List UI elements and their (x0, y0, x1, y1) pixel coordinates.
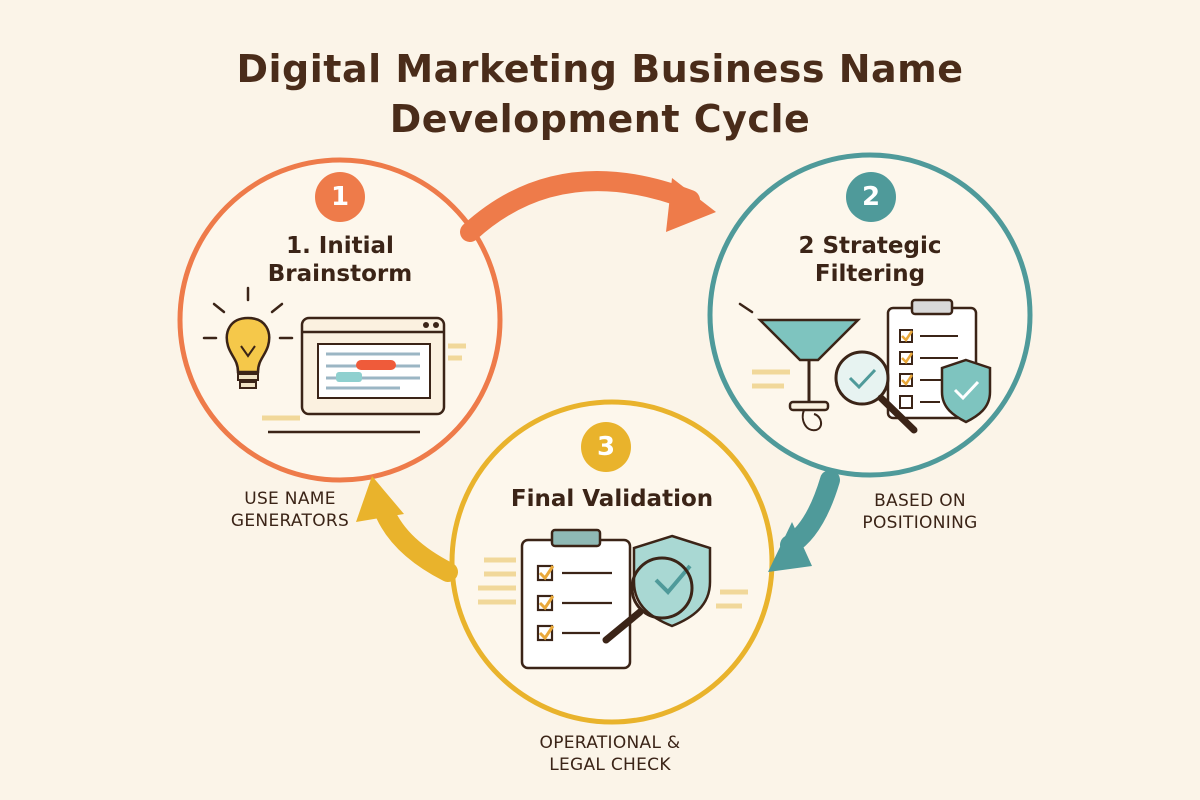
step-1-badge: 1 (315, 172, 365, 222)
funnel-icon (738, 302, 862, 412)
note-right-line-2: POSITIONING (862, 513, 978, 533)
note-bottom-line-1: OPERATIONAL & (539, 733, 681, 753)
note-left-line-2: GENERATORS (230, 511, 350, 531)
note-left-line-1: USE NAME (244, 489, 336, 509)
step-1-title-line-1: 1. Initial (286, 233, 394, 259)
step-2-badge: 2 (846, 172, 896, 222)
step-1-title: 1. Initial Brainstorm (240, 232, 440, 288)
connector-note-bottom: OPERATIONAL & LEGAL CHECK (500, 732, 720, 776)
decorative-strokes-3 (478, 557, 748, 609)
arrow-step1-to-step2 (460, 171, 716, 242)
arrow-step3-to-step1 (356, 476, 458, 582)
step-3-badge: 3 (581, 422, 631, 472)
magnifier-icon (602, 556, 694, 644)
decorative-strokes-2 (752, 369, 822, 432)
note-right-line-1: BASED ON (874, 491, 966, 511)
diagram-title: Digital Marketing Business Name Developm… (0, 44, 1200, 144)
checklist-clipboard-icon-3 (520, 528, 632, 670)
title-line-1: Digital Marketing Business Name (236, 47, 964, 91)
step-3-title: Final Validation (482, 485, 742, 513)
step-2-title: 2 Strategic Filtering (770, 232, 970, 288)
title-line-2: Development Cycle (389, 97, 811, 141)
arrow-step2-to-step3 (768, 470, 840, 572)
step-1-title-line-2: Brainstorm (267, 261, 413, 287)
lightbulb-icon (202, 286, 294, 389)
step-2-title-line-1: 2 Strategic (798, 233, 942, 259)
browser-window-icon (262, 316, 466, 434)
connector-note-left: USE NAME GENERATORS (200, 488, 380, 532)
step-3-title-line-1: Final Validation (510, 486, 714, 512)
connector-note-right: BASED ON POSITIONING (820, 490, 1020, 534)
note-bottom-line-2: LEGAL CHECK (549, 755, 671, 775)
magnifier-check-icon (834, 350, 918, 434)
shield-check-icon (940, 358, 992, 424)
step-2-title-line-2: Filtering (814, 261, 926, 287)
